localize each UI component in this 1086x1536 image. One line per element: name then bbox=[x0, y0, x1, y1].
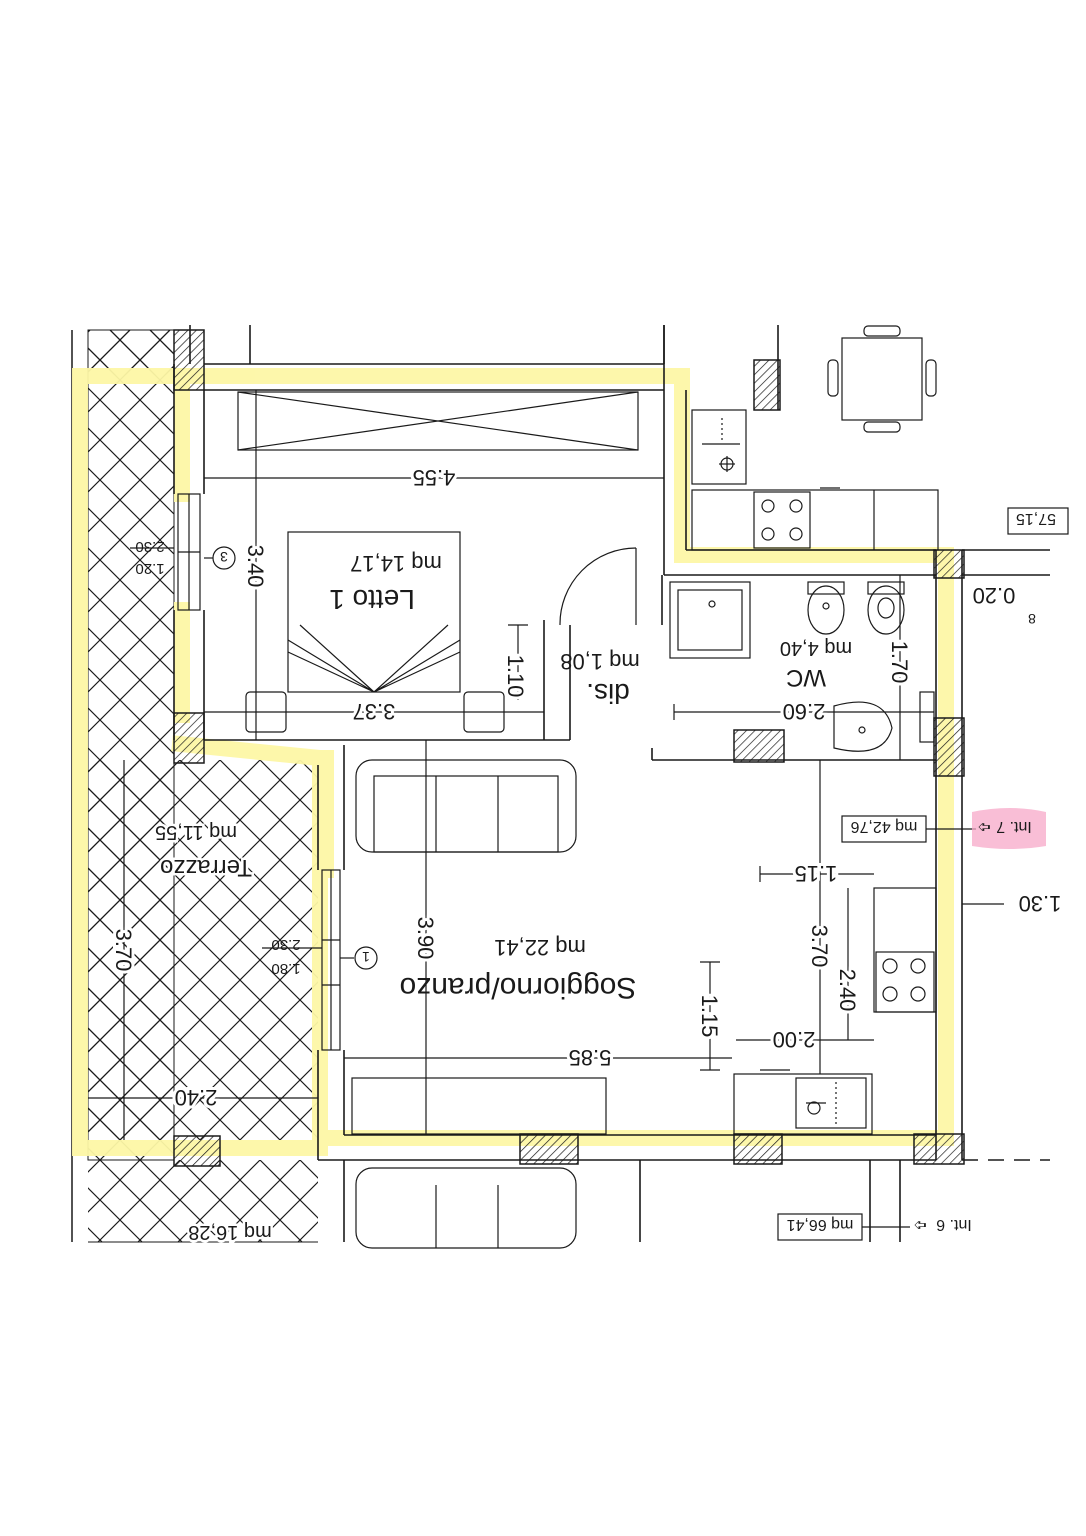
dining-table bbox=[827, 325, 937, 433]
unit-6-area: mq 66,41 bbox=[787, 1216, 854, 1233]
dim-115b: 1.15 bbox=[795, 861, 838, 886]
window-1-marker bbox=[354, 946, 378, 970]
window-3 bbox=[177, 493, 201, 611]
room-wc-area: mq 4,40 bbox=[780, 637, 852, 659]
bedroom-door bbox=[559, 547, 637, 626]
dim-110: 1.10 bbox=[503, 655, 528, 698]
window-1-h2: 1.80 bbox=[271, 960, 300, 977]
dim-585: 5.85 bbox=[569, 1045, 612, 1070]
dim-370b: 3.70 bbox=[111, 929, 136, 972]
sofa bbox=[355, 759, 577, 853]
top-right-area-box bbox=[1007, 507, 1069, 535]
dim-020: 0.20 bbox=[973, 583, 1016, 608]
dim-340: 3.40 bbox=[243, 545, 268, 588]
room-terrazzo-area: mq 11,55 bbox=[155, 821, 237, 843]
terrace-lower-paving bbox=[88, 1160, 318, 1242]
dim-115a: 1.15 bbox=[697, 995, 722, 1038]
unit-7-area: mq 42,76 bbox=[851, 818, 918, 835]
room-dis-area: mq 1,08 bbox=[560, 649, 640, 674]
right-number: 8 bbox=[1028, 611, 1036, 627]
top-right-area: 57,15 bbox=[1016, 510, 1056, 527]
window-1-h1: 2.30 bbox=[271, 936, 300, 953]
upper-kitchen bbox=[691, 409, 939, 551]
window-3-h2: 1.20 bbox=[135, 560, 164, 577]
dimension-lines bbox=[88, 390, 1004, 1140]
plan-labels: Letto 1 mq 14,17 dis. mq 1,08 WC mq 4,40… bbox=[108, 462, 1064, 1246]
terrace-paving bbox=[88, 760, 318, 1140]
room-dis-name: dis. bbox=[586, 678, 630, 709]
columns bbox=[173, 329, 965, 1167]
dim-337: 3.37 bbox=[353, 699, 396, 724]
wc-fixtures bbox=[669, 581, 935, 752]
unit-6-arrow-icon: ➪ bbox=[913, 1216, 926, 1233]
unit-7-arrow-icon: ➪ bbox=[977, 818, 990, 835]
window-3-h1: 2.30 bbox=[135, 538, 164, 555]
wardrobe bbox=[237, 391, 639, 451]
dim-370a: 3.70 bbox=[807, 925, 832, 968]
dim-130: 1.30 bbox=[1019, 891, 1062, 916]
unit-7-label: Int. 7 bbox=[996, 818, 1032, 835]
unit-6-label: Int. 6 bbox=[936, 1216, 972, 1233]
room-terrazzo-name: Terrazzo bbox=[160, 854, 252, 881]
unit-6-area-box bbox=[777, 1213, 863, 1241]
room-soggiorno-area: mq 22,41 bbox=[494, 935, 586, 960]
room-soggiorno-name: Soggiorno/pranzo bbox=[400, 971, 637, 1004]
window-3-id: 3 bbox=[220, 549, 228, 565]
window-1-id: 1 bbox=[362, 949, 370, 965]
window-1 bbox=[321, 869, 341, 1051]
dim-200: 2.00 bbox=[773, 1027, 816, 1052]
wall-highlights bbox=[72, 368, 954, 1156]
main-kitchen bbox=[733, 887, 937, 1135]
dim-170: 1.70 bbox=[887, 641, 912, 684]
dim-240a: 2.40 bbox=[835, 969, 860, 1012]
terrace-top-paving bbox=[88, 330, 174, 375]
sideboard bbox=[351, 1077, 607, 1135]
dim-390: 3.90 bbox=[413, 917, 438, 960]
dim-260: 2.60 bbox=[783, 699, 826, 724]
dim-455: 4.55 bbox=[413, 465, 456, 490]
unit-7-marker-highlight bbox=[972, 808, 1046, 849]
neighbour-sofa bbox=[355, 1167, 577, 1249]
room-wc-name: WC bbox=[786, 664, 826, 691]
dim-240b: 2.40 bbox=[175, 1085, 218, 1110]
unit-7-area-box bbox=[841, 815, 927, 843]
room-letto-area: mq 14,17 bbox=[350, 551, 442, 576]
window-3-marker bbox=[212, 546, 236, 570]
room-letto-name: Letto 1 bbox=[329, 584, 415, 615]
terrazzo-lower-area: mq 16,28 bbox=[188, 1221, 271, 1243]
